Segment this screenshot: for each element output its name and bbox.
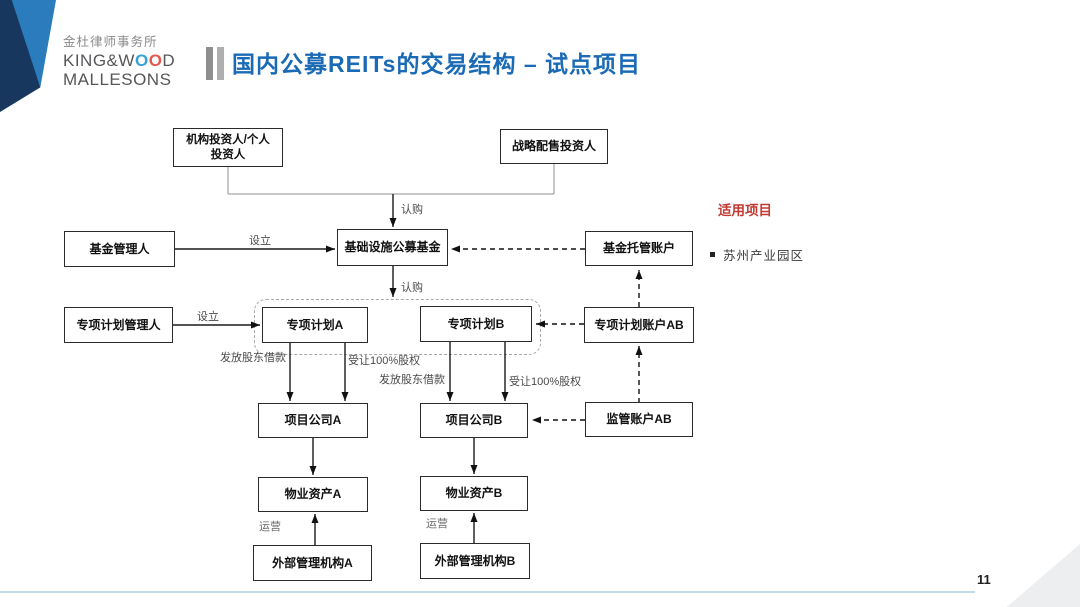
node-external-manager-a: 外部管理机构A — [253, 545, 372, 581]
node-project-company-b: 项目公司B — [420, 403, 528, 438]
logo-line-mallesons: MALLESONS — [63, 69, 172, 89]
edge-label-equity-transfer-b: 受让100%股权 — [509, 376, 582, 388]
logo-text: D — [162, 50, 176, 70]
node-supervision-account-ab: 监管账户AB — [585, 402, 693, 437]
logo-red-o: O — [148, 50, 163, 70]
corner-triangles-decoration — [0, 0, 56, 112]
logo-chinese-name: 金杜律师事务所 — [63, 35, 158, 49]
node-external-manager-b: 外部管理机构B — [420, 543, 530, 579]
edge-label-establish-fund: 设立 — [249, 235, 271, 247]
title-accent-bar — [206, 47, 213, 80]
node-special-plan-a: 专项计划A — [262, 307, 368, 343]
title-accent-bar — [217, 47, 224, 80]
edge-label-equity-transfer-a: 受让100%股权 — [348, 355, 421, 367]
logo-line-kingwood: KING&WOOD — [63, 52, 175, 69]
kwm-logo: 金杜律师事务所 KING&WOOD MALLESONS — [63, 36, 175, 88]
node-institutional-individual-investors: 机构投资人/个人 投资人 — [173, 128, 283, 167]
node-project-company-a: 项目公司A — [258, 403, 368, 438]
edge-label-operate-b: 运营 — [426, 518, 448, 530]
node-infrastructure-public-fund: 基础设施公募基金 — [337, 229, 448, 266]
bullet-square-icon — [710, 252, 715, 257]
node-special-plan-b: 专项计划B — [420, 306, 532, 342]
logo-text: KING&W — [63, 50, 135, 70]
footer-divider-line — [0, 591, 975, 593]
edge-label-establish-plan: 设立 — [197, 311, 219, 323]
applicable-project-item: 苏州产业园区 — [710, 245, 804, 264]
node-property-asset-a: 物业资产A — [258, 477, 368, 512]
applicable-projects-heading: 适用项目 — [718, 203, 772, 218]
edge-label-subscribe-top: 认购 — [401, 204, 423, 216]
edge-label-shareholder-loan-b: 发放股东借款 — [379, 374, 445, 386]
node-fund-custody-account: 基金托管账户 — [585, 231, 693, 266]
page-title: 国内公募REITs的交易结构 – 试点项目 — [232, 51, 642, 77]
logo-blue-o: O — [134, 50, 149, 70]
page-number: 11 — [977, 572, 991, 587]
node-strategic-placement-investors: 战略配售投资人 — [500, 129, 608, 164]
edge-label-operate-a: 运营 — [259, 521, 281, 533]
node-special-plan-account-ab: 专项计划账户AB — [584, 307, 694, 343]
node-special-plan-manager: 专项计划管理人 — [64, 307, 173, 343]
edge-label-shareholder-loan-a: 发放股东借款 — [220, 352, 286, 364]
applicable-project-label: 苏州产业园区 — [723, 249, 805, 263]
node-property-asset-b: 物业资产B — [420, 476, 528, 511]
node-fund-manager: 基金管理人 — [64, 231, 175, 267]
edge-label-subscribe-mid: 认购 — [401, 282, 423, 294]
